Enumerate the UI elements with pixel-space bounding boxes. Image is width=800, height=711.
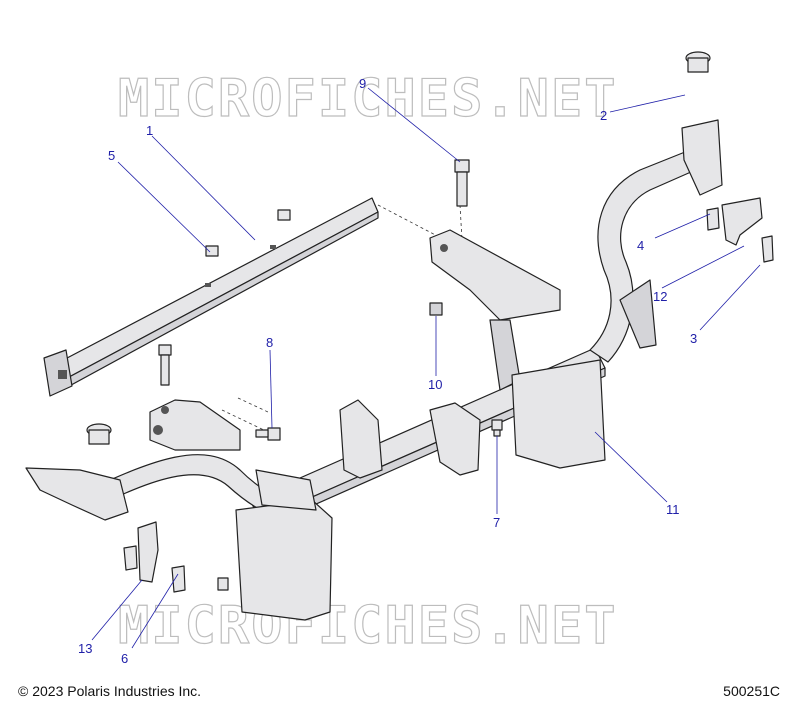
callout-1: 1 (146, 123, 153, 138)
bolt-lower (217, 577, 229, 591)
pad-4 (706, 207, 720, 231)
left-mount-plate (25, 467, 129, 521)
bracket-13 (137, 521, 159, 583)
bracket-12 (721, 197, 763, 246)
plate-right (511, 359, 606, 469)
callout-6: 6 (121, 651, 128, 666)
clip-nut (205, 209, 291, 257)
pad-13-left (123, 545, 138, 571)
left-top-bracket (149, 399, 241, 451)
center-bracket-2 (429, 402, 481, 476)
diagram-code: 500251C (723, 683, 780, 699)
bolt-8 (255, 427, 281, 441)
callout-8: 8 (266, 335, 273, 350)
pad-3 (761, 235, 774, 263)
bolt-loose (158, 344, 172, 386)
crossbar-tube (43, 197, 379, 397)
left-lattice-bracket (255, 469, 317, 511)
watermark-top: MICROFICHES.NET (118, 69, 618, 129)
callout-10: 10 (428, 377, 442, 392)
nut-10 (429, 302, 443, 316)
callout-2: 2 (600, 108, 607, 123)
callout-3: 3 (690, 331, 697, 346)
callout-12: 12 (653, 289, 667, 304)
plate-left (235, 499, 333, 621)
callout-4: 4 (637, 238, 644, 253)
callout-11: 11 (666, 502, 680, 517)
grommet-left (86, 423, 112, 445)
callout-7: 7 (493, 515, 500, 530)
callout-9: 9 (359, 76, 366, 91)
bolt-7 (491, 419, 503, 437)
leader-lines (91, 87, 761, 649)
grommet-2 (685, 51, 711, 73)
right-tube-loop (589, 119, 723, 363)
copyright-notice: © 2023 Polaris Industries Inc. (18, 683, 202, 699)
flange-bolt-9 (454, 159, 470, 207)
callout-13: 13 (78, 641, 92, 656)
watermark-bottom: MICROFICHES.NET (118, 596, 618, 656)
callout-5: 5 (108, 148, 115, 163)
right-upper-mount (429, 229, 561, 391)
pad-6 (171, 565, 186, 593)
center-bracket (339, 399, 383, 479)
